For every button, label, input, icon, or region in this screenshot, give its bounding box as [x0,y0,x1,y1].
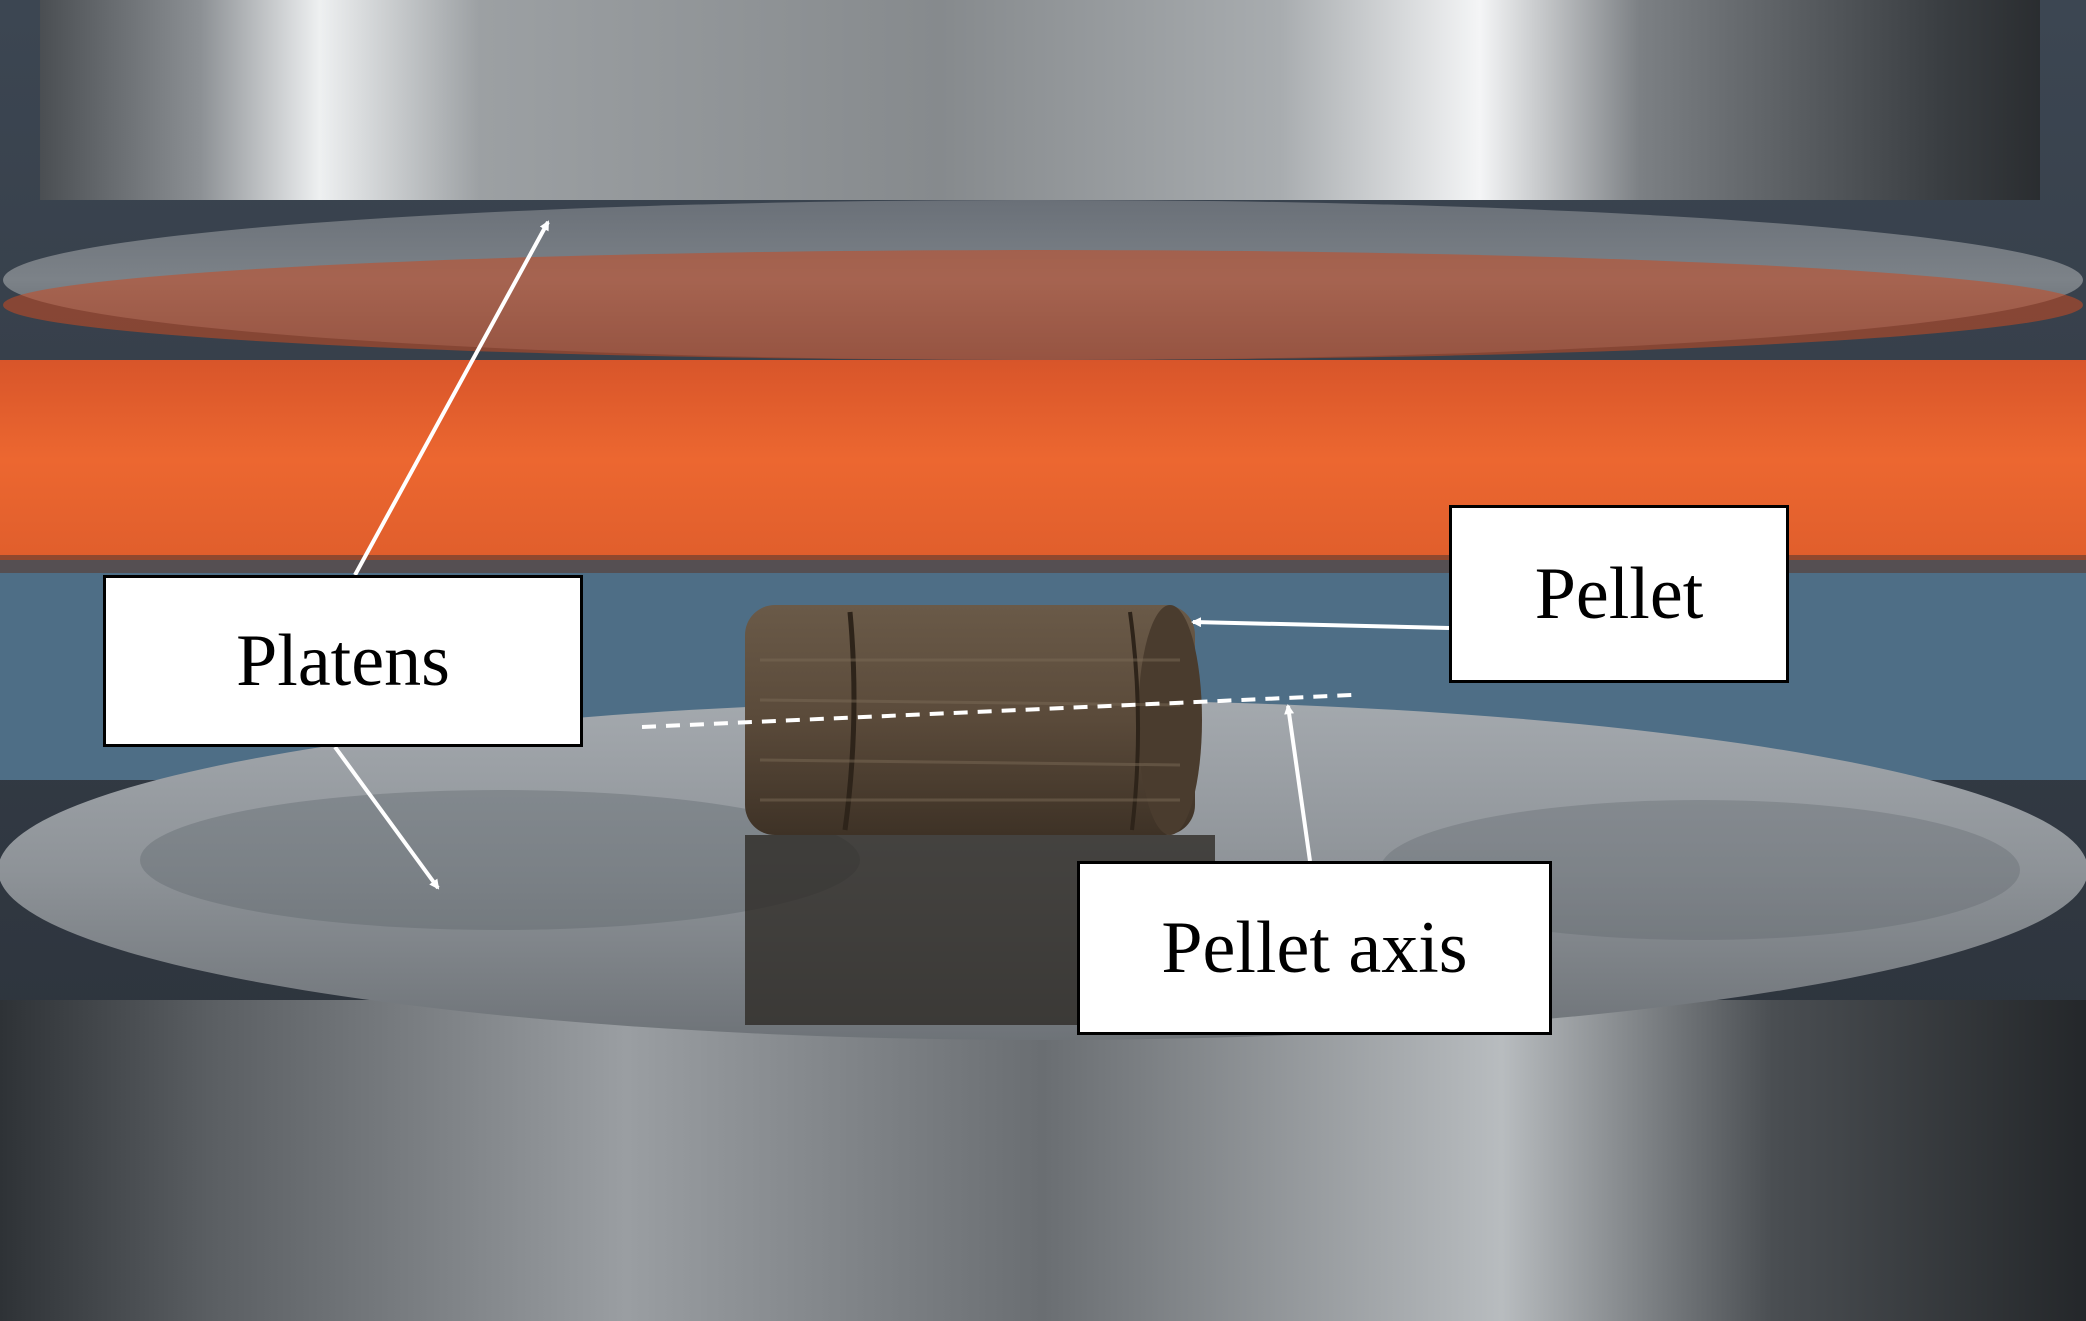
lower-cylinder [0,1000,2086,1321]
arrow-to-lower-platen [333,745,440,890]
label-platens: Platens [103,575,583,747]
upper-cylinder [40,0,2040,200]
label-pellet-axis: Pellet axis [1077,861,1552,1035]
arrow-to-pellet [1191,617,1450,630]
lower-platen-smudge [140,790,860,930]
label-pellet: Pellet [1449,505,1789,683]
pellet [745,605,1202,835]
label-platens-text: Platens [236,620,450,702]
arrow-to-upper-platen [353,220,550,576]
label-pellet-text: Pellet [1534,553,1704,635]
arrow-to-pellet-axis [1284,704,1312,862]
upper-platen-underside [3,250,2083,360]
label-pellet-axis-text: Pellet axis [1161,907,1468,989]
